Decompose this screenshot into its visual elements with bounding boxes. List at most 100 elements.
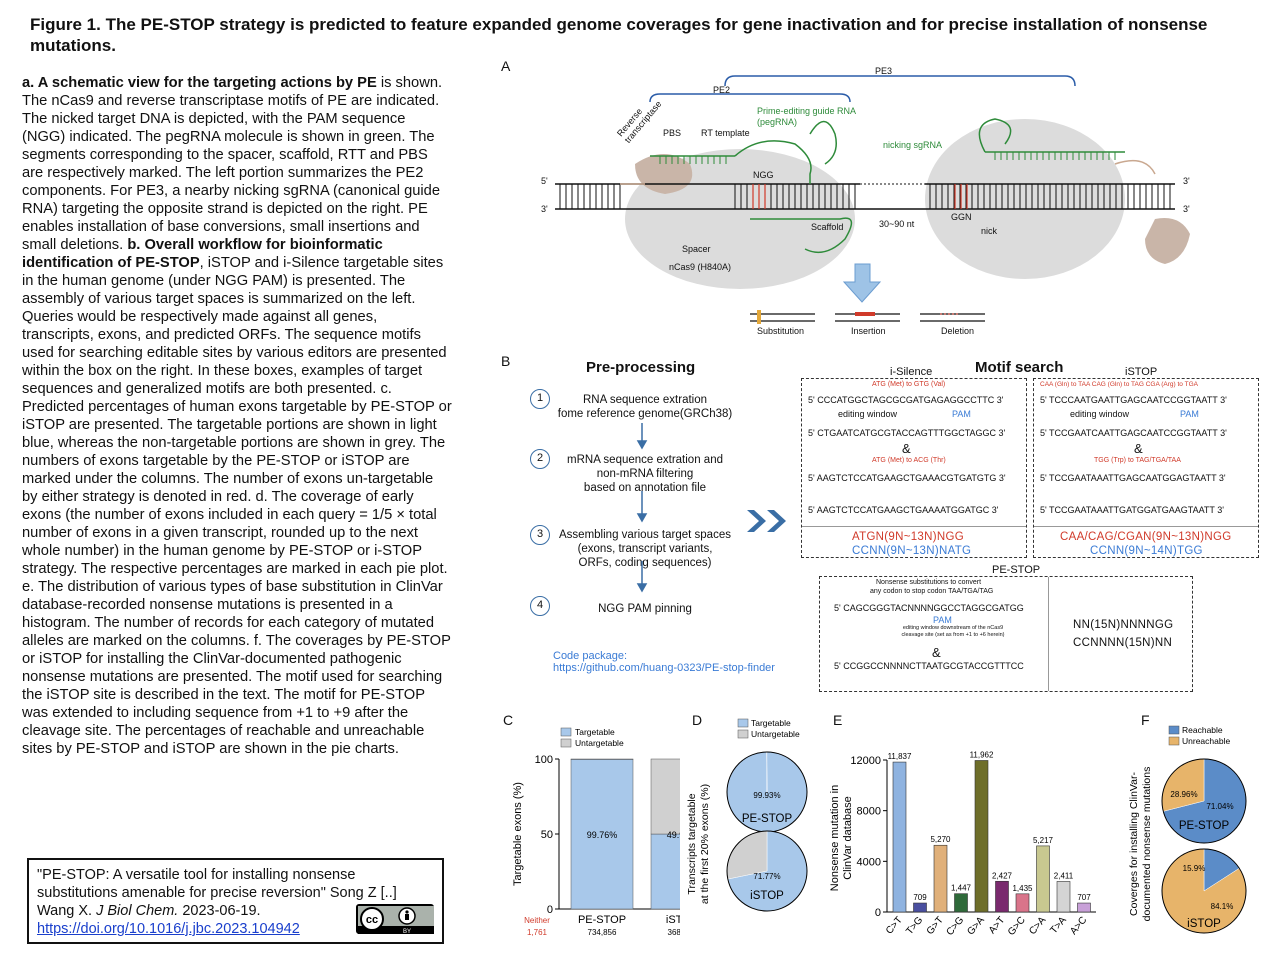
isilence-motif-1: ATGN(9N~13N)NGG (852, 531, 964, 543)
isilence-note-1: ATG (Met) to GTG (Val) (872, 381, 946, 388)
istop-note-1: CAA (Gln) to TAA CAG (Gln) to TAG CGA (A… (1040, 381, 1198, 388)
scaffold-label: Scaffold (811, 222, 844, 232)
y-axis-label-line1: Nonsense mutation in (829, 785, 841, 891)
bar-value-label: 5,270 (930, 835, 951, 844)
isilence-box: ATG (Met) to GTG (Val) 5' CCCATGGCTAGCGC… (801, 378, 1027, 558)
istop-heading: iSTOP (1125, 366, 1158, 378)
code-package-url[interactable]: https://github.com/huang-0323/PE-stop-fi… (553, 662, 775, 674)
step-3-text: Assembling various target spaces(exons, … (559, 529, 731, 569)
y-tick-label: 0 (547, 904, 553, 916)
y-axis-label-line2: documented nonsense mutations (1141, 767, 1153, 922)
pie-value-label: 99.93% (753, 791, 780, 800)
istop-amp: & (1134, 441, 1143, 456)
bar-G>C (1015, 893, 1030, 913)
istop-box: CAA (Gln) to TAA CAG (Gln) to TAG CGA (A… (1033, 378, 1259, 558)
substitution-label: Substitution (757, 326, 805, 336)
three-prime-bottom: 3' (1183, 204, 1190, 214)
pie-name-label: PE-STOP (1179, 820, 1230, 832)
x-tick-label: T>G (904, 915, 925, 937)
y-axis-label-line2: ClinVar database (842, 796, 854, 880)
x-tick-label: T>A (1048, 915, 1069, 937)
pestop-amp: & (932, 645, 941, 660)
x-tick-label: G>A (965, 915, 987, 938)
three-prime-bottom-left: 3' (541, 204, 548, 214)
isilence-amp: & (902, 441, 911, 456)
istop-note-2: TGG (Trp) to TAG/TGA/TAA (1094, 457, 1181, 464)
svg-text:BY: BY (403, 929, 411, 935)
gap-label: 30~90 nt (879, 219, 915, 229)
isilence-motif-2: CCNN(9N~13N)NATG (852, 545, 972, 557)
count-label: 734,856 (588, 928, 617, 937)
pie-f-0-outline (1161, 758, 1247, 844)
x-tick-label: iSTOP (666, 914, 680, 926)
pestop-note-1: Nonsense substitutions to convert (876, 579, 982, 586)
ncas9-label: nCas9 (H840A) (669, 262, 732, 272)
pestop-window-note: editing window downstream of the nCas9 c… (901, 625, 1005, 638)
y-tick-label: 12000 (850, 755, 881, 767)
pestop-motif-2: CCNNNN(15N)NN (1073, 637, 1173, 649)
citation-box: "PE-STOP: A versatile tool for installin… (27, 858, 444, 944)
bar-A>C (1077, 902, 1091, 913)
y-axis-label-line1: Transcripts targetable (686, 793, 698, 894)
step-4-text: NGG PAM pinning (598, 603, 692, 615)
legend-label-unreachable: Unreachable (1182, 736, 1230, 746)
pie-value-label-unreachable: 84.1% (1211, 902, 1234, 911)
pbs-label: PBS (663, 128, 682, 138)
neither-label: Neither (524, 916, 550, 925)
chevron-right-icon (747, 510, 786, 532)
legend-swatch-untargetable (560, 738, 572, 748)
istop-motif-2: CCNN(9N~14N)TGG (1090, 545, 1203, 557)
bar-value-label: 11,962 (970, 750, 994, 759)
spacer-label: Spacer (682, 244, 711, 254)
svg-text:cc: cc (366, 914, 378, 926)
bar-value-label: 11,837 (888, 752, 912, 761)
code-package-label: Code package: (553, 650, 627, 662)
y-tick-label: 0 (875, 907, 881, 919)
istop-pam: PAM (1180, 409, 1199, 419)
ggn-label: GGN (951, 212, 972, 222)
istop-seq-3: 5' TCCGAATAAATTGAGCAATGGAGTAATT 3' (1040, 473, 1226, 483)
bar-A>T (995, 880, 1009, 913)
pie-name-label: iSTOP (750, 890, 784, 902)
pestop-seq-2: 5' CCGGCCNNNNCTTAATGCGTACCGTTTCC (834, 661, 1024, 671)
pestop-motif-1: NN(15N)NNNNGG (1073, 619, 1174, 631)
three-prime-top: 3' (1183, 176, 1190, 186)
isilence-editing-window: editing window (838, 409, 898, 419)
pie-value-label-reachable: 71.04% (1206, 802, 1233, 811)
count-label: 368,196 (668, 928, 680, 937)
doi-link[interactable]: https://doi.org/10.1016/j.jbc.2023.10494… (37, 921, 300, 937)
citation-date: 2023-06-19. (178, 903, 261, 919)
y-axis-label: Targetable exons (%) (512, 782, 524, 886)
rtt-label: RT template (701, 128, 750, 138)
bar-value-label: 707 (1077, 893, 1091, 902)
x-tick-label: C>T (884, 915, 905, 937)
panel-e-label: E (833, 712, 843, 728)
y-tick-label: 50 (541, 829, 553, 841)
x-tick-label: C>A (1027, 915, 1048, 937)
panel-a-schematic (555, 75, 1190, 324)
bar-value-label: 2,411 (1054, 871, 1074, 880)
y-axis-label-line2: at the first 20% exons (%) (699, 784, 711, 904)
x-tick-label: G>T (925, 915, 946, 937)
panel-a-label: A (501, 58, 511, 74)
panel-b-label: B (501, 353, 511, 369)
bar-value-label: 1,447 (951, 884, 972, 893)
y-tick-label: 4000 (857, 856, 881, 868)
caption-b-heading: b. Overall workflow for bioinformatic id… (22, 237, 383, 271)
x-tick-label: G>C (1006, 915, 1028, 938)
ngg-label: NGG (753, 170, 774, 180)
neither-count: 1,761 (527, 928, 548, 937)
x-tick-label: PE-STOP (578, 914, 626, 926)
y-tick-label: 8000 (857, 806, 881, 818)
istop-editing-window: editing window (1070, 409, 1130, 419)
bar-value-label: 2,427 (992, 871, 1013, 880)
legend-label-targetable: Targetable (575, 727, 615, 737)
caption-b-body: , iSTOP and i-Silence targetable sites i… (22, 255, 452, 757)
bar-T>A (1056, 881, 1071, 913)
bar-value-label: 49.98% (667, 830, 680, 840)
